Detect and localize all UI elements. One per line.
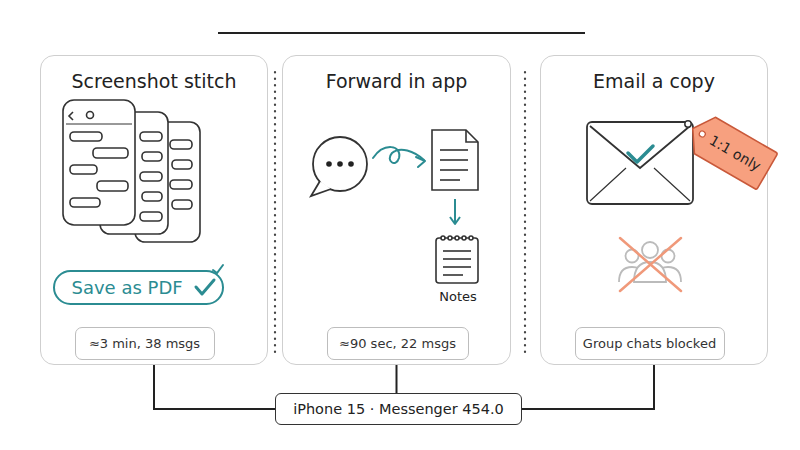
envelope-flap — [590, 126, 690, 168]
speech-bubble — [313, 137, 367, 191]
check-mark — [196, 280, 214, 294]
method-panel: Screenshot stitchSave as PDF ≈3 min, 38 m… — [40, 55, 268, 365]
group-icon — [619, 242, 681, 282]
notepad-line — [443, 274, 463, 276]
panel-heading: Screenshot stitch — [41, 70, 267, 92]
dotted-separator — [274, 72, 276, 355]
node-text: iPhone 15 · Messenger 454.0 — [293, 401, 504, 417]
curly-arrow — [373, 147, 424, 163]
person-body — [619, 267, 643, 282]
dotted-separator — [524, 72, 526, 355]
cross-out — [620, 238, 681, 291]
chat-bubble — [97, 181, 128, 191]
arrow-head — [450, 217, 460, 224]
connector-line — [154, 365, 275, 409]
notepad-ring — [455, 236, 459, 240]
person-head — [642, 242, 658, 258]
back-chevron — [69, 112, 73, 120]
cross-out — [620, 238, 681, 291]
check-mark — [628, 146, 653, 162]
notepad-ring — [441, 236, 445, 240]
connector — [396, 365, 397, 393]
top-rule — [218, 32, 585, 34]
document-line — [440, 149, 468, 151]
envelope-outline — [587, 122, 693, 204]
tag-pin — [685, 121, 691, 127]
chat-bubble — [170, 180, 192, 189]
icon-label: Notes — [420, 289, 496, 304]
stat-box: ≈90 sec, 22 msgs — [327, 327, 469, 360]
chat-bubble — [142, 192, 162, 201]
document-line — [440, 159, 468, 161]
node-text: Group chats blocked — [583, 336, 716, 351]
node-text: ≈90 sec, 22 msgs — [339, 336, 456, 351]
phone-outline — [135, 122, 200, 242]
document-outline — [432, 130, 478, 190]
notepad-icon — [436, 236, 478, 283]
check-mark — [213, 265, 223, 273]
chat-bubble — [140, 132, 162, 141]
phone-outline — [63, 100, 135, 225]
speech-tail — [311, 181, 331, 196]
stat-box: Group chats blocked — [575, 327, 725, 360]
person-head — [626, 250, 639, 263]
connector — [154, 365, 275, 409]
chat-bubble — [70, 132, 102, 141]
down-arrow — [454, 199, 456, 223]
notepad-line — [443, 266, 471, 268]
arrow-head — [416, 157, 425, 167]
envelope-icon — [587, 122, 693, 204]
typing-dot — [348, 161, 354, 167]
chat-bubble-icon — [311, 137, 367, 196]
envelope-fold — [590, 168, 690, 201]
chat-bubble — [170, 140, 192, 149]
price-tag: 1:1 only — [679, 107, 780, 192]
phone-camera — [87, 112, 94, 119]
notepad-outline — [436, 238, 478, 283]
connector — [522, 365, 654, 409]
tag-hole — [698, 129, 706, 137]
node-text: Save as PDF — [72, 277, 183, 298]
document-line — [440, 179, 460, 181]
method-panel: Email a copy1:1 onlyGroup chats blocked — [540, 55, 768, 365]
chat-bubble — [140, 172, 162, 181]
phone-header-line — [66, 124, 132, 125]
panel-heading: Forward in app — [283, 70, 510, 92]
node-text: ≈3 min, 38 msgs — [89, 336, 200, 351]
person-body — [634, 262, 666, 282]
connector-line — [522, 365, 654, 409]
result-pill: Save as PDF — [53, 270, 224, 305]
document-line — [440, 169, 468, 171]
notepad-ring — [469, 236, 473, 240]
person-head — [662, 250, 675, 263]
person-body — [657, 267, 681, 282]
method-panel: Forward in app ≈90 sec, 22 msgs — [282, 55, 511, 365]
phone-stack — [63, 100, 200, 242]
typing-dot — [326, 161, 332, 167]
notepad-ring — [462, 236, 466, 240]
chat-bubble — [70, 198, 100, 207]
notepad-ring — [448, 236, 452, 240]
document-icon — [432, 130, 478, 190]
chat-bubble — [172, 160, 192, 169]
chat-bubble — [70, 165, 97, 174]
device-box: iPhone 15 · Messenger 454.0 — [275, 393, 522, 425]
chat-bubble — [172, 200, 192, 209]
typing-dot — [337, 161, 343, 167]
chat-bubble — [140, 212, 162, 221]
chat-bubble — [142, 152, 162, 161]
panel-heading: Email a copy — [541, 70, 767, 92]
connector-line — [396, 365, 398, 393]
notepad-line — [443, 250, 471, 252]
tag-outline — [682, 110, 777, 189]
chat-bubble — [93, 148, 128, 158]
phone-outline — [100, 112, 168, 234]
stat-box: ≈3 min, 38 msgs — [75, 327, 215, 360]
document-fold — [466, 130, 478, 142]
notepad-line — [443, 258, 471, 260]
